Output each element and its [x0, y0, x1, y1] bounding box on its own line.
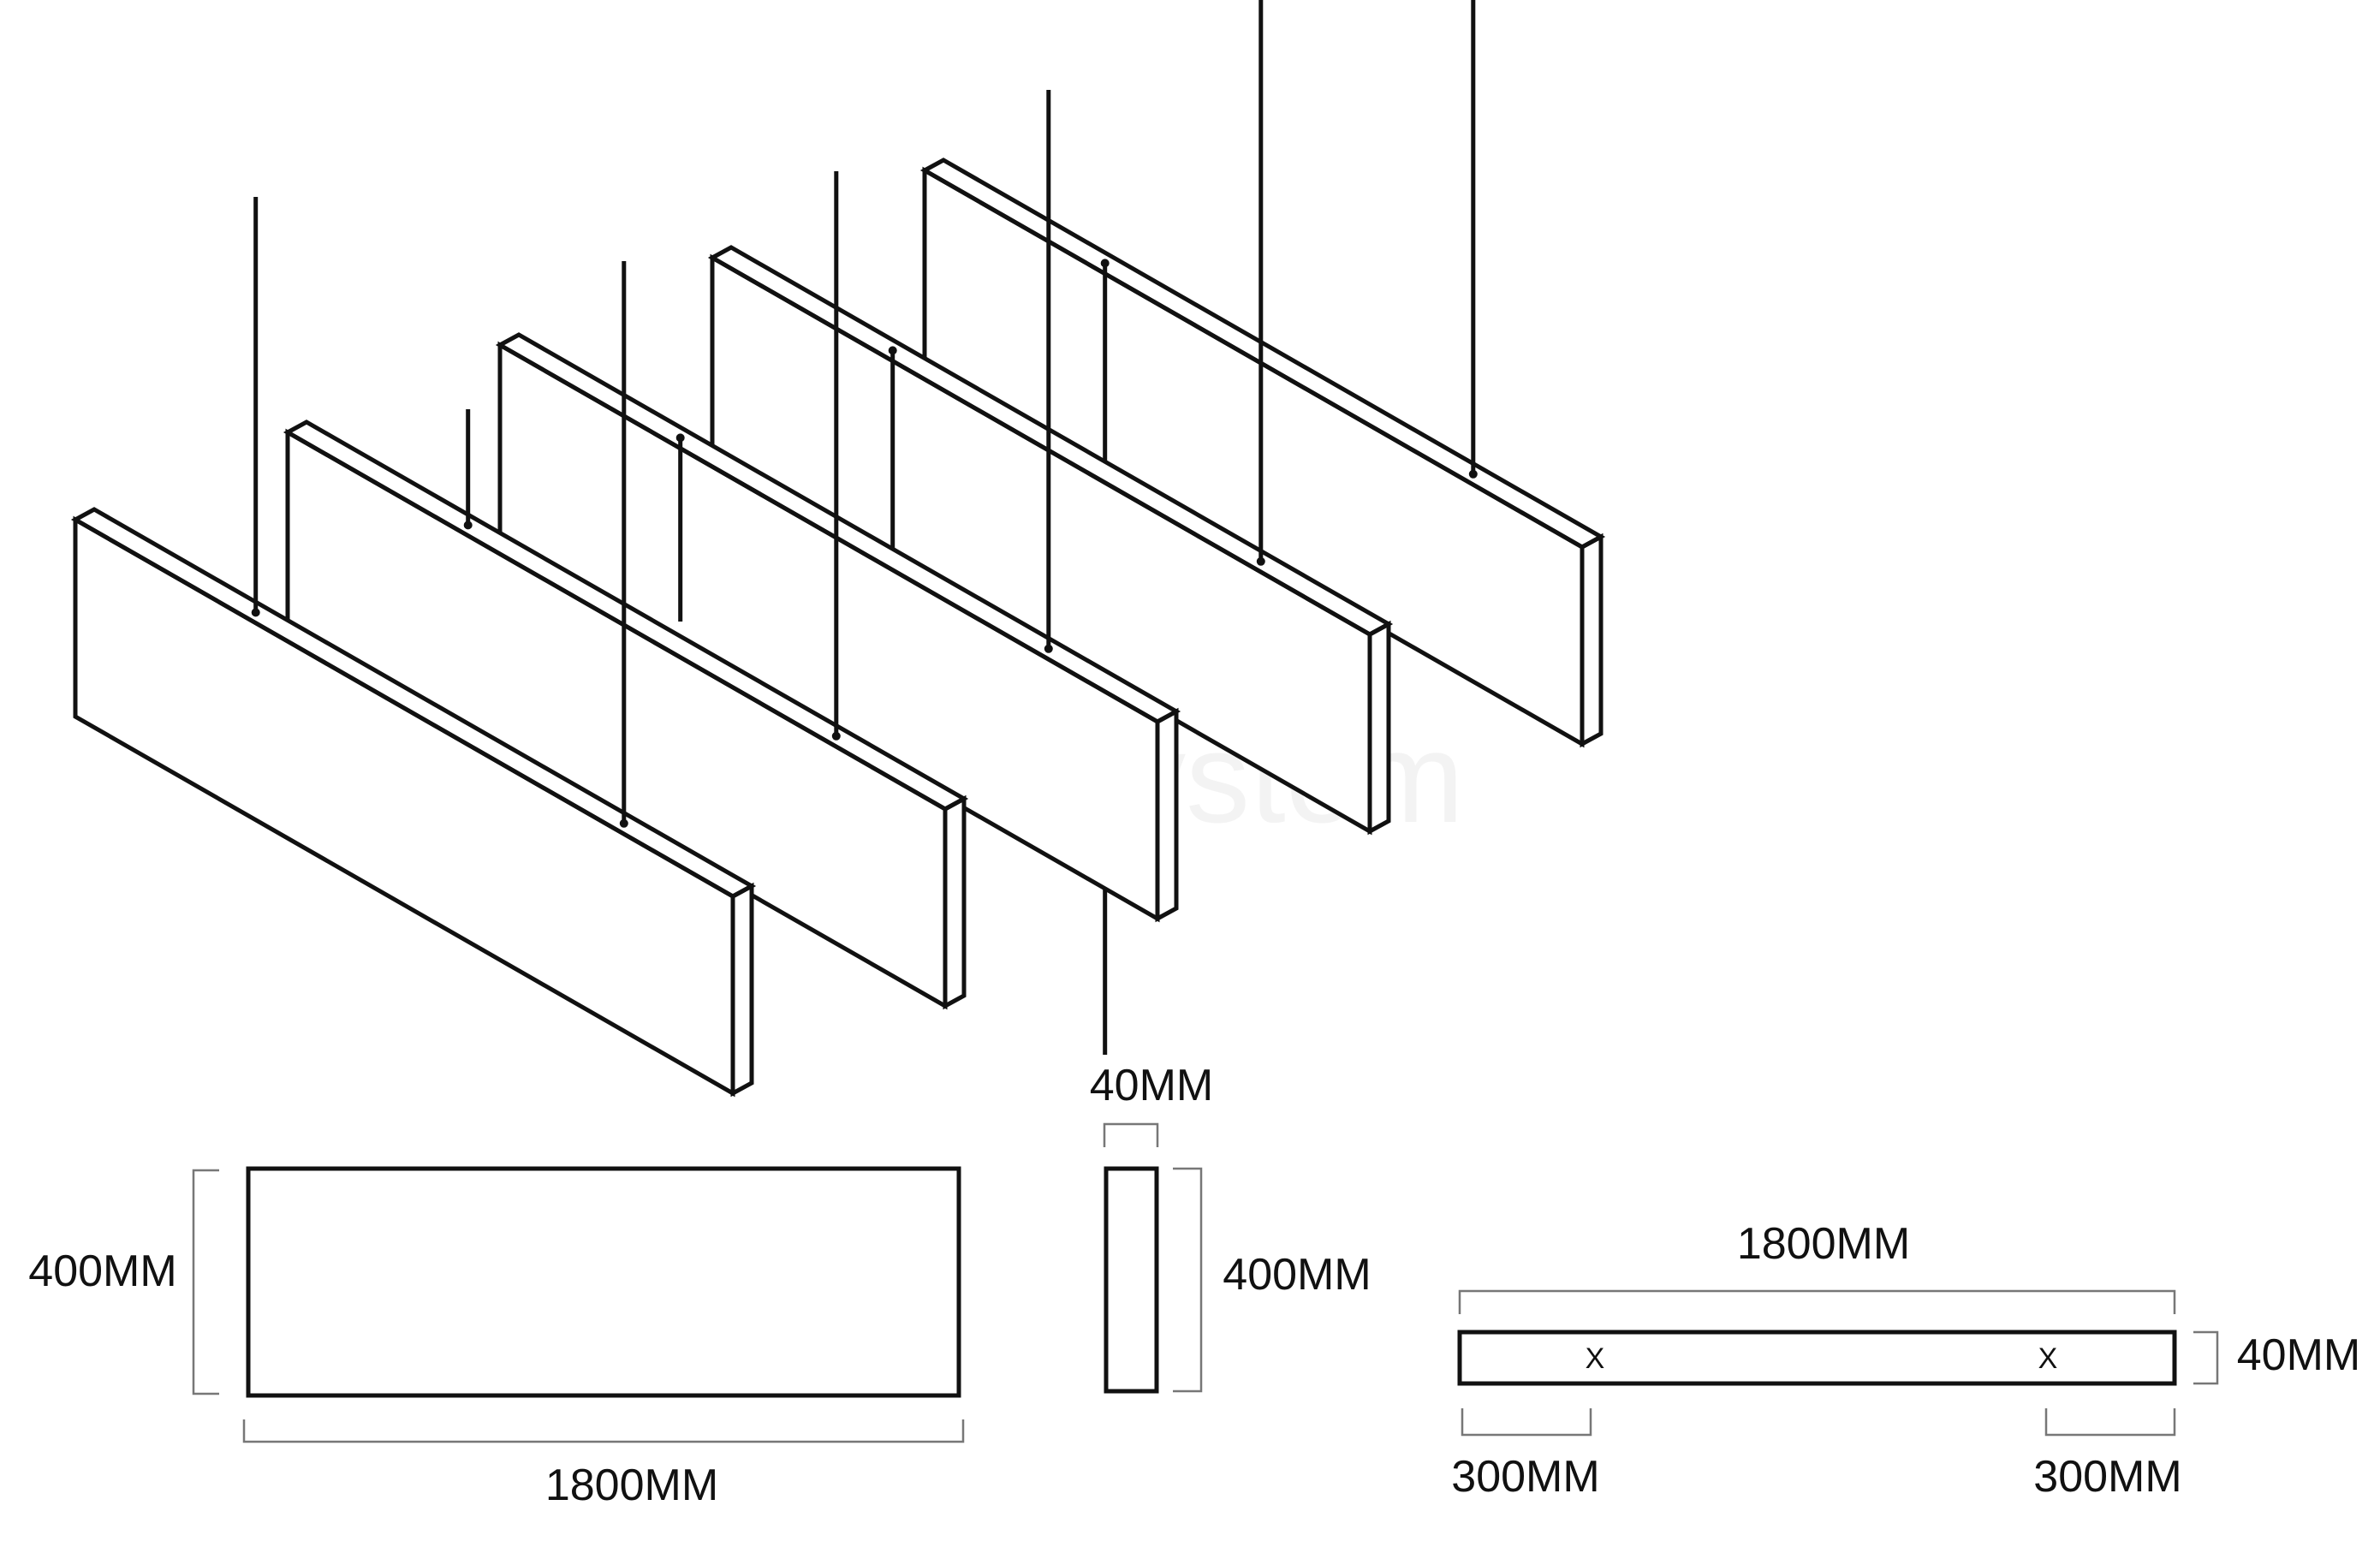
side-view-panel [1104, 1166, 1159, 1394]
isometric-view [70, 0, 1606, 1098]
cable-anchor-point [251, 608, 260, 617]
front-view: 400MM 1800MM [28, 1166, 965, 1510]
iso-panel-end-face [730, 882, 754, 1098]
iso-panel-end-face [1155, 707, 1179, 923]
cable-anchor-point [831, 731, 841, 741]
side-thickness-label: 40MM [1090, 1061, 1213, 1110]
front-height-bracket [192, 1169, 219, 1395]
front-width-bracket [242, 1419, 965, 1443]
side-view: 40MM 400MM [1090, 1061, 1371, 1394]
top-offset-left-bracket [1461, 1408, 1592, 1437]
cable-anchor-point [888, 346, 897, 355]
cable-anchor-point [1468, 469, 1478, 479]
cable-anchor-point [675, 433, 685, 443]
top-offset-right-bracket [2044, 1408, 2176, 1437]
cable-anchor-point [619, 818, 628, 828]
top-length-bracket [1458, 1289, 2176, 1314]
top-offset-right-label: 300MM [2033, 1452, 2181, 1502]
cable-anchor-point [1100, 259, 1110, 268]
iso-panel-end-face [1367, 620, 1391, 836]
front-view-panel [246, 1166, 961, 1398]
top-length-label: 1800MM [1737, 1219, 1910, 1269]
iso-panel-body [75, 509, 752, 1093]
front-height-label: 400MM [28, 1247, 176, 1296]
side-height-bracket [1173, 1167, 1203, 1393]
cable-anchor-point [1256, 556, 1265, 566]
mount-point-marker-left: X [1586, 1342, 1605, 1375]
cable-anchor-point [463, 521, 473, 530]
side-height-label: 400MM [1223, 1250, 1371, 1300]
top-thickness-label: 40MM [2237, 1330, 2360, 1380]
side-thickness-bracket [1103, 1122, 1159, 1147]
iso-panel-end-face [1580, 533, 1604, 748]
top-view-panel [1457, 1330, 2177, 1386]
iso-panel [70, 197, 757, 1098]
iso-panel-end-face [943, 794, 967, 1010]
top-view: 1800MM 40MM X X 300MM 300MM [1451, 1219, 2360, 1502]
mount-point-marker-right: X [2038, 1342, 2058, 1375]
top-offset-left-label: 300MM [1451, 1452, 1599, 1502]
cable-anchor-point [1044, 644, 1053, 653]
top-thickness-bracket [2193, 1330, 2219, 1385]
front-width-label: 1800MM [545, 1461, 718, 1510]
